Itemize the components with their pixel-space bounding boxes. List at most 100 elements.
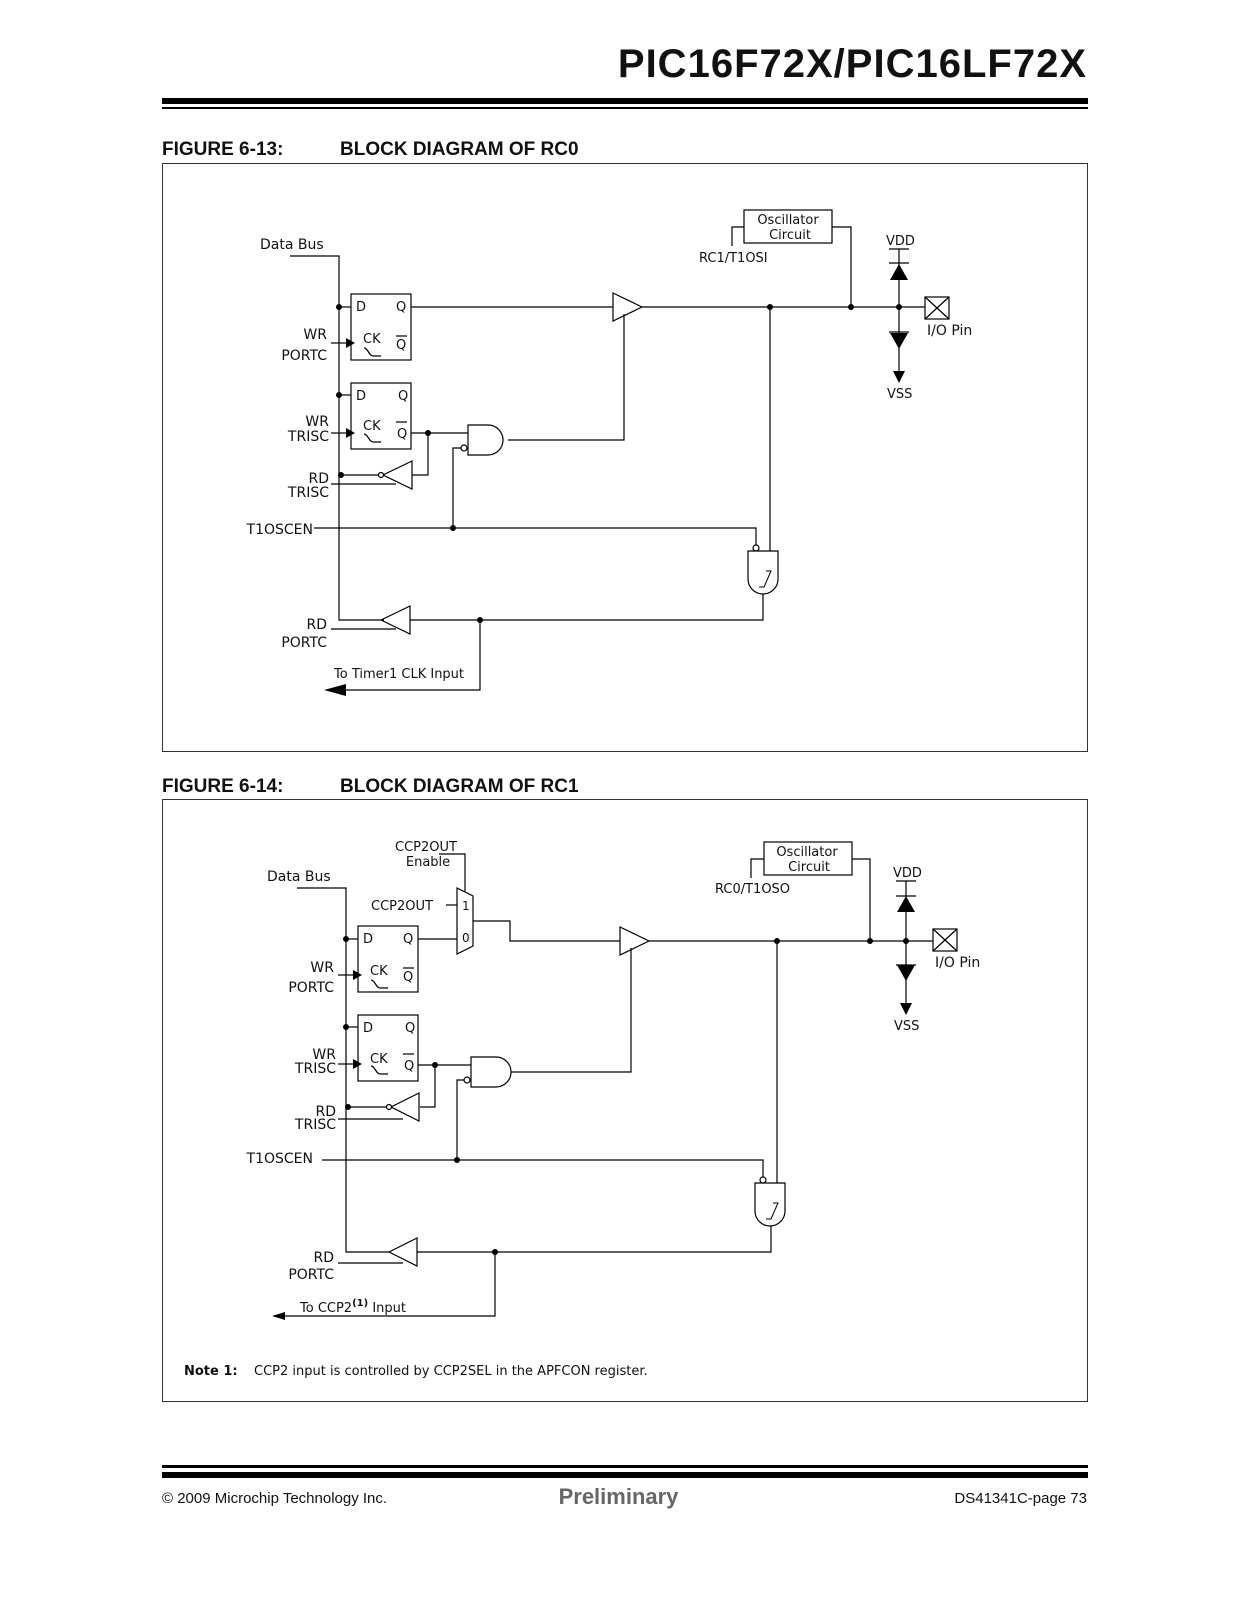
output-buffer (612, 292, 644, 322)
figure-6-13-diagram: Data Bus Oscillator Circuit RC1/T1OSI VD… (162, 163, 1088, 752)
ccp2out-label: CCP2OUT (371, 899, 433, 914)
wr-label: WR (303, 327, 327, 343)
timer-output-label: To Timer1 CLK Input (333, 667, 464, 682)
mux-input-0: 0 (462, 931, 470, 945)
and-gate (470, 1056, 512, 1088)
figure-6-14-diagram: Data Bus CCP2OUT Enable CCP2OUT 1 0 Osci… (162, 799, 1088, 1402)
rc1-schematic: Data Bus CCP2OUT Enable CCP2OUT 1 0 Osci… (184, 840, 980, 1379)
ff1-qbar: Q (403, 970, 413, 985)
t1oscen-label: T1OSCEN (246, 522, 313, 538)
and-gate (467, 424, 504, 456)
io-pin-label: I/O Pin (935, 955, 980, 971)
figure-number: FIGURE 6-14: (162, 776, 284, 797)
wr-trisc-label: WR (312, 1047, 336, 1063)
portc-data-latch (350, 293, 412, 361)
ff1-q: Q (396, 300, 406, 315)
trisc-label: TRISC (294, 1061, 336, 1077)
ff1-ck: CK (370, 964, 388, 979)
footer-copyright: © 2009 Microchip Technology Inc. (162, 1490, 388, 1507)
footer-rule-thin (162, 1472, 1088, 1478)
ccp2out-enable-label-1: CCP2OUT (395, 840, 457, 855)
trisc-label: TRISC (287, 429, 329, 445)
ff2-ck: CK (370, 1052, 388, 1067)
header-rule-thick (162, 98, 1088, 104)
ff2-qbar: Q (404, 1059, 414, 1074)
document-title: PIC16F72X/PIC16LF72X (617, 42, 1087, 86)
figure-6-13-caption: FIGURE 6-13: BLOCK DIAGRAM OF RC0 (162, 139, 579, 161)
ff2-ck: CK (363, 419, 381, 434)
rd-trisc-buffer (389, 1092, 420, 1122)
ff1-d: D (363, 932, 373, 947)
footer-page-number: DS41341C-page 73 (954, 1490, 1087, 1507)
figure-title: BLOCK DIAGRAM OF RC1 (340, 776, 579, 797)
vss-diode (897, 965, 915, 981)
io-pin-pad (932, 928, 958, 952)
wr-trisc-label: WR (305, 414, 329, 430)
ff2-q: Q (398, 389, 408, 404)
note-label: Note 1: (184, 1364, 238, 1379)
io-pin-pad (924, 296, 950, 320)
timer-out-arrow (324, 684, 346, 696)
vdd-diode (890, 264, 908, 280)
figure-title: BLOCK DIAGRAM OF RC0 (340, 139, 579, 160)
ff1-q: Q (403, 932, 413, 947)
vss-label: VSS (887, 387, 912, 402)
rc0-schematic: Data Bus Oscillator Circuit RC1/T1OSI VD… (246, 209, 972, 696)
output-buffer (619, 926, 651, 956)
vdd-label: VDD (893, 866, 922, 881)
oscillator-label-2: Circuit (769, 228, 811, 243)
schmitt-and-gate (754, 1182, 786, 1227)
trisc-rd-label: TRISC (287, 485, 329, 501)
t1oscen-label: T1OSCEN (246, 1151, 313, 1167)
ff1-qbar: Q (396, 338, 406, 353)
osc-pin-label: RC1/T1OSI (699, 251, 768, 266)
rd-portc-label: RD (306, 617, 327, 633)
rd-portc-label: RD (313, 1250, 334, 1266)
ff2-q: Q (405, 1021, 415, 1036)
trisc-latch (357, 1014, 419, 1082)
vss-arrow (893, 371, 905, 383)
data-bus-wire (290, 255, 384, 621)
footer-rule-thick (162, 1465, 1088, 1468)
vss-label: VSS (894, 1019, 919, 1034)
vdd-diode (897, 896, 915, 912)
wr-label: WR (310, 960, 334, 976)
portc-label: PORTC (281, 348, 327, 364)
rd-trisc-label: RD (308, 471, 329, 487)
data-bus-label: Data Bus (267, 869, 331, 885)
header-rule-thin (162, 107, 1088, 109)
ff2-d: D (356, 389, 366, 404)
vss-diode (890, 333, 908, 349)
oscillator-label-1: Oscillator (757, 213, 819, 228)
portc-data-latch (357, 925, 419, 993)
rd-portc-buffer (387, 1237, 418, 1267)
vdd-label: VDD (886, 234, 915, 249)
ff1-ck: CK (363, 332, 381, 347)
ccp2out-enable-label-2: Enable (406, 855, 450, 870)
ccp2-mux (456, 887, 474, 955)
ff2-qbar: Q (397, 427, 407, 442)
oscillator-label-1: Oscillator (776, 845, 838, 860)
oscillator-label-2: Circuit (788, 860, 830, 875)
ccp2-output-label: To CCP2(1) Input (299, 1298, 406, 1316)
portc-label: PORTC (288, 980, 334, 996)
rd-trisc-buffer (381, 460, 413, 490)
schmitt-and-gate (747, 550, 779, 595)
ff2-d: D (363, 1021, 373, 1036)
mux-input-1: 1 (462, 899, 470, 913)
portc-rd-label: PORTC (281, 635, 327, 651)
data-bus-label: Data Bus (260, 237, 324, 253)
portc-rd-label: PORTC (288, 1267, 334, 1283)
figure-number: FIGURE 6-13: (162, 139, 284, 160)
footer-status: Preliminary (558, 1484, 679, 1509)
trisc-rd-label: TRISC (294, 1117, 336, 1133)
ccp-out-arrow (272, 1312, 285, 1320)
trisc-latch (350, 382, 412, 450)
vss-arrow (900, 1003, 912, 1015)
io-pin-label: I/O Pin (927, 323, 972, 339)
note-text: CCP2 input is controlled by CCP2SEL in t… (254, 1364, 648, 1379)
rd-trisc-label: RD (315, 1104, 336, 1120)
figure-6-14-caption: FIGURE 6-14: BLOCK DIAGRAM OF RC1 (162, 776, 579, 798)
ff1-d: D (356, 300, 366, 315)
rd-portc-buffer (379, 605, 411, 635)
